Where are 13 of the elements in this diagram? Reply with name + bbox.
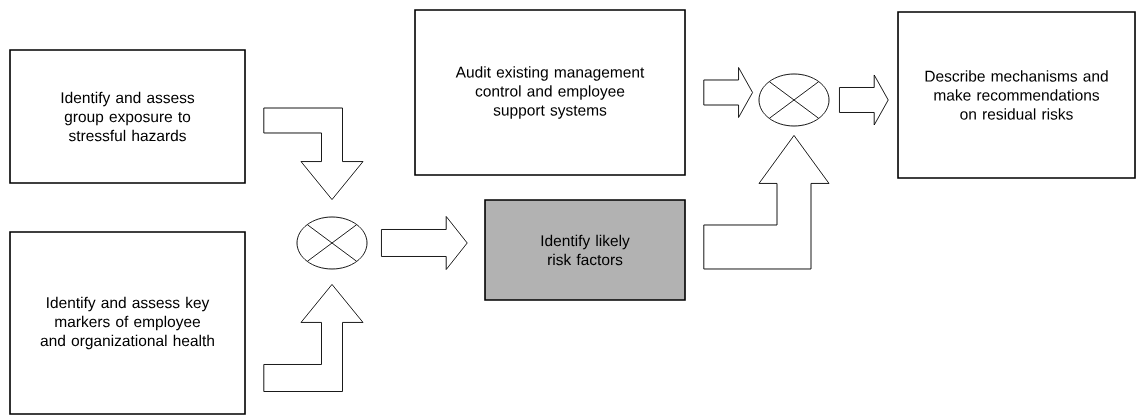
block-arrow [703,135,830,270]
process-box: Audit existing management control and employee support systems [414,9,686,176]
block-arrow [263,284,364,392]
process-box: Identify and assess key markers of employee and organizational health [9,231,246,415]
process-box: Describe mechanisms and make recommendations on residual risks [897,11,1136,179]
block-arrow [703,67,753,118]
crossed-circle [296,216,368,270]
process-box: Identify likely risk factors [484,199,686,301]
block-arrow [839,74,889,126]
block-arrow [381,216,468,270]
crossed-circle [758,73,830,127]
block-arrow [263,107,364,200]
process-box: Identify and assess group exposure to stressful hazards [9,49,246,184]
